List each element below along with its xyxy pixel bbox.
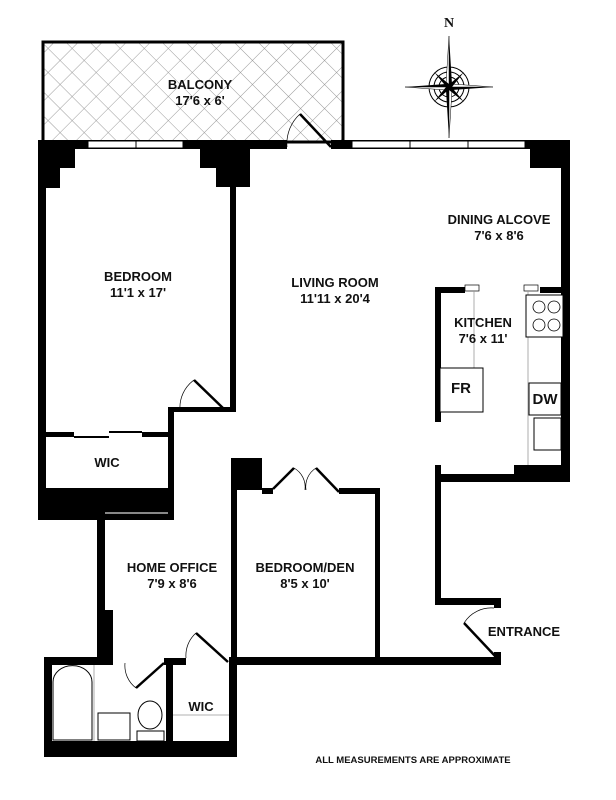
room-size: 17'6 x 6'	[175, 93, 225, 108]
room-name: BEDROOM	[104, 269, 172, 284]
room-label-kitchen: KITCHEN 7'6 x 11'	[454, 315, 512, 347]
bathtub-icon	[52, 665, 93, 741]
bathroom-fixtures	[52, 665, 229, 742]
room-size: 8'5 x 10'	[280, 576, 330, 591]
room-label-bedroom-den: BEDROOM/DEN 8'5 x 10'	[256, 560, 355, 592]
room-label-living-room: LIVING ROOM 11'11 x 20'4	[291, 275, 378, 307]
fridge-label: FR	[451, 380, 471, 397]
room-label-balcony: BALCONY 17'6 x 6'	[168, 77, 232, 109]
room-name: HOME OFFICE	[126, 560, 218, 575]
dishwasher-label: DW	[532, 391, 558, 408]
room-name: LIVING ROOM	[291, 275, 379, 290]
room-name: KITCHEN	[454, 315, 512, 330]
doors	[124, 113, 497, 689]
bathroom-sink-icon	[97, 712, 131, 741]
kitchen-fixtures	[439, 284, 564, 465]
balcony-area	[41, 40, 345, 144]
room-label-home-office: HOME OFFICE 7'9 x 8'6	[127, 560, 217, 592]
room-label-wic-office: WIC	[188, 699, 214, 714]
compass-rose-icon	[404, 35, 494, 139]
room-label-bedroom: BEDROOM 11'1 x 17'	[104, 269, 172, 301]
room-size: 7'6 x 8'6	[474, 228, 524, 243]
room-label-dining-alcove: DINING ALCOVE 7'6 x 8'6	[448, 212, 551, 244]
room-label-wic-bedroom: WIC	[94, 455, 120, 470]
room-label-entrance: ENTRANCE	[487, 624, 561, 639]
kitchen-sink-icon	[533, 417, 562, 451]
stove-icon	[525, 294, 564, 338]
room-name: BALCONY	[167, 77, 233, 92]
room-size: 7'9 x 8'6	[147, 576, 197, 591]
dishwasher-icon	[528, 382, 562, 416]
room-name: BEDROOM/DEN	[255, 560, 355, 575]
footnote: ALL MEASUREMENTS ARE APPROXIMATE	[315, 755, 511, 766]
room-name: DINING ALCOVE	[447, 212, 551, 227]
room-size: 11'1 x 17'	[109, 285, 167, 300]
walls	[38, 140, 570, 757]
compass-north-label: N	[443, 16, 455, 31]
room-size: 11'11 x 20'4	[300, 291, 370, 306]
room-size: 7'6 x 11'	[458, 331, 508, 346]
toilet-icon	[137, 700, 163, 730]
fridge-icon	[439, 367, 484, 413]
